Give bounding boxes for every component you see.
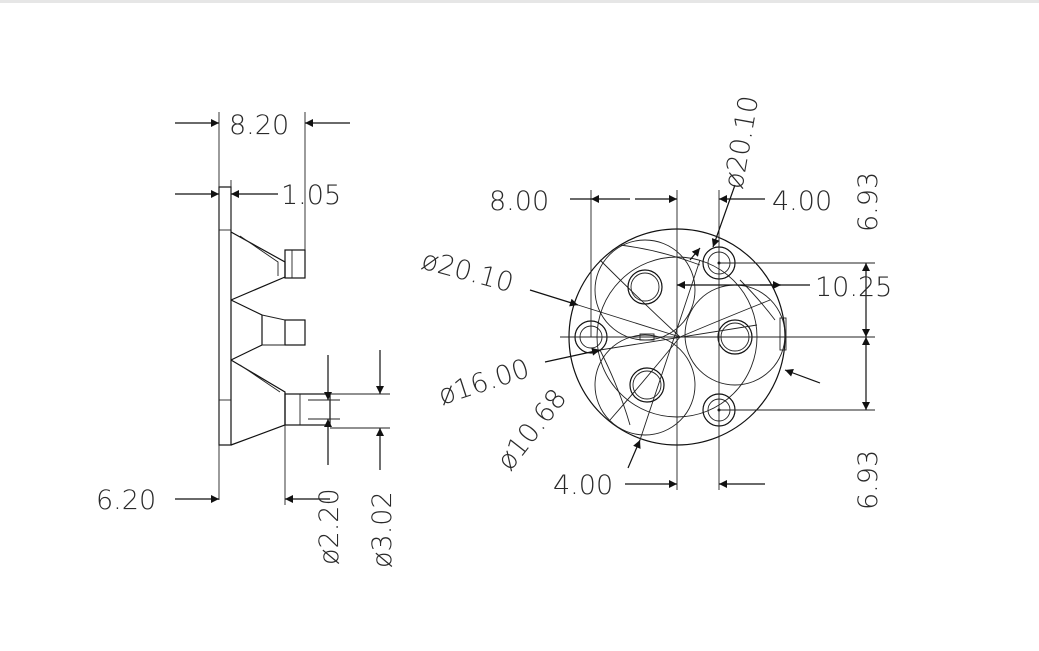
label-6-93-bottom: 6.93 xyxy=(853,450,884,510)
top-border xyxy=(0,0,1039,3)
label-dia-2-20: ø2.20 xyxy=(314,488,345,565)
dim-dia-20-10-left: ø20.10 xyxy=(418,245,681,338)
label-4-00-top: 4.00 xyxy=(772,186,832,217)
label-6-20: 6.20 xyxy=(96,485,156,516)
dim-dia-2-20: ø2.20 xyxy=(308,355,345,565)
dim-8-20: 8.20 xyxy=(175,110,350,500)
boss-bottom-left xyxy=(629,367,665,403)
label-8-20: 8.20 xyxy=(229,110,289,141)
dim-6-20: 6.20 xyxy=(96,425,330,516)
side-view: 8.20 1.05 6.20 ø2.20 xyxy=(96,110,398,568)
lens-top-left xyxy=(594,239,696,341)
boss-top-left xyxy=(627,269,663,305)
dim-dia-3-02: ø3.02 xyxy=(330,350,398,568)
label-8-00: 8.00 xyxy=(489,186,549,217)
dim-dia-20-10-top: ø20.10 xyxy=(711,93,765,248)
label-10-25: 10.25 xyxy=(815,272,892,303)
label-dia-20-10-left: ø20.10 xyxy=(418,245,517,299)
lens-bottom-left xyxy=(594,334,696,436)
dim-1-05: 1.05 xyxy=(175,180,341,230)
label-6-93-top: 6.93 xyxy=(853,172,884,232)
dim-4-00-top: 4.00 xyxy=(719,186,832,217)
label-dia-16-00: ø16.00 xyxy=(435,353,534,411)
label-dia-3-02: ø3.02 xyxy=(367,491,398,568)
dim-8-00: 8.00 xyxy=(489,186,677,217)
label-dia-20-10-top: ø20.10 xyxy=(718,93,765,191)
label-4-00-bottom: 4.00 xyxy=(553,470,613,501)
dim-4-00-bottom: 4.00 xyxy=(553,470,765,501)
dim-10-25: 10.25 xyxy=(677,272,892,303)
front-view: 8.00 4.00 4.00 6.93 6.93 1 xyxy=(418,93,892,510)
dim-6-93-bottom: 6.93 xyxy=(853,337,884,510)
label-1-05: 1.05 xyxy=(281,180,341,211)
label-dia-10-68: ø10.68 xyxy=(491,383,573,476)
dim-6-93-top: 6.93 xyxy=(853,172,884,337)
side-view-body xyxy=(218,186,331,446)
